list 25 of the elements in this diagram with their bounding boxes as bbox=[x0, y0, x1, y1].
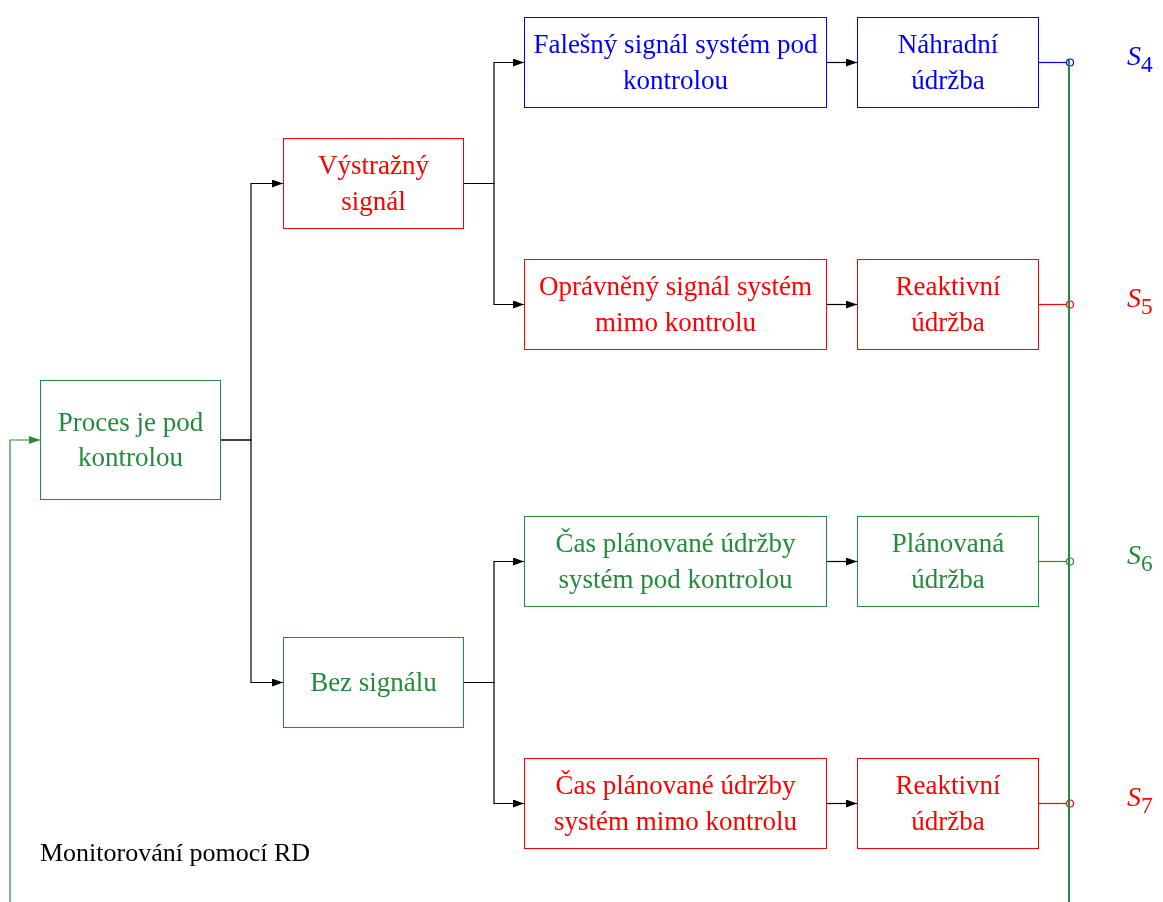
bus-line bbox=[1068, 60, 1070, 902]
process-box: Bez signálu bbox=[283, 637, 464, 728]
process-box: Čas plánované údržby systém mimo kontrolu bbox=[524, 758, 827, 849]
arrow bbox=[826, 58, 858, 67]
arrow bbox=[463, 681, 525, 808]
arrow bbox=[463, 182, 525, 309]
process-box: Náhradní údržba bbox=[857, 17, 1039, 108]
arrow bbox=[220, 439, 284, 687]
state-label: S$_{7}$ bbox=[1127, 781, 1153, 819]
state-label: S$_{6}$ bbox=[1127, 539, 1153, 577]
arrow bbox=[826, 300, 858, 309]
process-box: Proces je pod kontrolou bbox=[40, 380, 221, 500]
process-box: Čas plánované údržby systém pod kontrolou bbox=[524, 516, 827, 607]
arrow bbox=[9, 436, 41, 902]
process-box: Plánovaná údržba bbox=[857, 516, 1039, 607]
arrow bbox=[826, 799, 858, 808]
state-label: S$_{5}$ bbox=[1127, 282, 1153, 320]
process-box: Oprávněný signál systém mimo kontrolu bbox=[524, 259, 827, 350]
arrow bbox=[826, 557, 858, 566]
process-box: Reaktivní údržba bbox=[857, 259, 1039, 350]
process-box: Falešný signál systém pod kontrolou bbox=[524, 17, 827, 108]
process-box: Výstražný signál bbox=[283, 138, 464, 229]
state-label: S$_{4}$ bbox=[1127, 40, 1153, 78]
note-text: Monitorování pomocí RD bbox=[40, 838, 311, 868]
process-box: Reaktivní údržba bbox=[857, 758, 1039, 849]
